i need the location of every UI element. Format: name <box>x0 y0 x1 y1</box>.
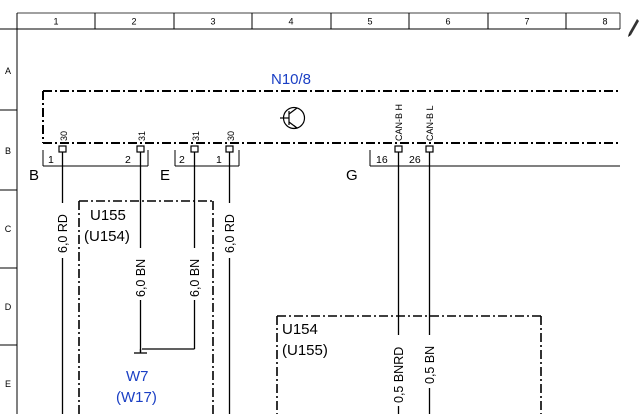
pin-sockets <box>58 145 434 153</box>
column-numbers: 1 2 3 4 5 6 7 8 <box>53 17 607 27</box>
socket-g16 <box>394 145 403 153</box>
grid-frame <box>0 12 621 414</box>
ground-point-icon <box>134 349 147 354</box>
col-label-3: 3 <box>210 17 215 27</box>
terminal-canb-l: CAN-B L <box>425 105 435 141</box>
wire-5-label: 0,5 BNRD <box>392 347 406 403</box>
u155-label: U155 <box>90 207 126 224</box>
col-label-2: 2 <box>131 17 136 27</box>
wire-1-label: 6,0 RD <box>56 214 70 253</box>
connector-e-label: E <box>160 167 170 184</box>
pin-number-g26: 26 <box>409 154 421 166</box>
terminal-31-b: 31 <box>137 131 147 141</box>
row-letters: A B C D E <box>5 66 12 389</box>
socket-e2 <box>190 145 199 153</box>
col-label-6: 6 <box>445 17 450 27</box>
terminal-names: 30 31 31 30 CAN-B H CAN-B L <box>59 104 435 141</box>
row-label-b: B <box>5 146 11 156</box>
wire-2-label: 6,0 BN <box>134 259 148 297</box>
pin-number-e2: 2 <box>179 154 185 166</box>
socket-g26 <box>425 145 434 153</box>
pin-number-b1: 1 <box>48 154 54 166</box>
pin-numbers: 1 2 2 1 16 26 <box>48 154 421 166</box>
u154-sublabel: (U155) <box>282 342 328 359</box>
row-label-a: A <box>5 66 11 76</box>
u154-label: U154 <box>282 321 318 338</box>
connector-b-label: B <box>29 167 39 184</box>
connector-g-label: G <box>346 167 358 184</box>
n10-8-module-outline <box>42 90 620 144</box>
wire-3-label: 6,0 BN <box>188 259 202 297</box>
socket-e1 <box>225 145 234 153</box>
connector-strips <box>42 150 620 167</box>
terminal-31-e: 31 <box>191 131 201 141</box>
col-label-4: 4 <box>288 17 293 27</box>
socket-b1 <box>58 145 67 153</box>
transistor-icon <box>280 106 306 130</box>
pin-number-e1: 1 <box>216 154 222 166</box>
n10-8-label: N10/8 <box>271 71 311 88</box>
wire-labels: 6,0 RD 6,0 BN 6,0 BN 6,0 RD 0,5 BNRD 0,5… <box>56 214 437 403</box>
wires <box>61 152 431 414</box>
col-label-8: 8 <box>602 17 607 27</box>
pin-number-g16: 16 <box>376 154 388 166</box>
col-label-5: 5 <box>367 17 372 27</box>
col-label-7: 7 <box>524 17 529 27</box>
wire-4-label: 6,0 RD <box>223 214 237 253</box>
row-label-e: E <box>5 379 11 389</box>
col-label-1: 1 <box>53 17 58 27</box>
terminal-30-b: 30 <box>59 131 69 141</box>
terminal-30-e: 30 <box>226 131 236 141</box>
w7-label: W7 <box>126 368 149 385</box>
w7-sublabel: (W17) <box>116 389 157 406</box>
row-label-c: C <box>5 224 12 234</box>
wire-6-label: 0,5 BN <box>423 346 437 384</box>
u155-box-outline <box>78 200 214 414</box>
row-label-d: D <box>5 302 12 312</box>
pin-number-b2: 2 <box>125 154 131 166</box>
u155-sublabel: (U154) <box>84 228 130 245</box>
corner-mark-icon <box>626 15 639 37</box>
u154-box-outline <box>276 315 542 414</box>
socket-b2 <box>136 145 145 153</box>
terminal-canb-h: CAN-B H <box>394 104 404 141</box>
